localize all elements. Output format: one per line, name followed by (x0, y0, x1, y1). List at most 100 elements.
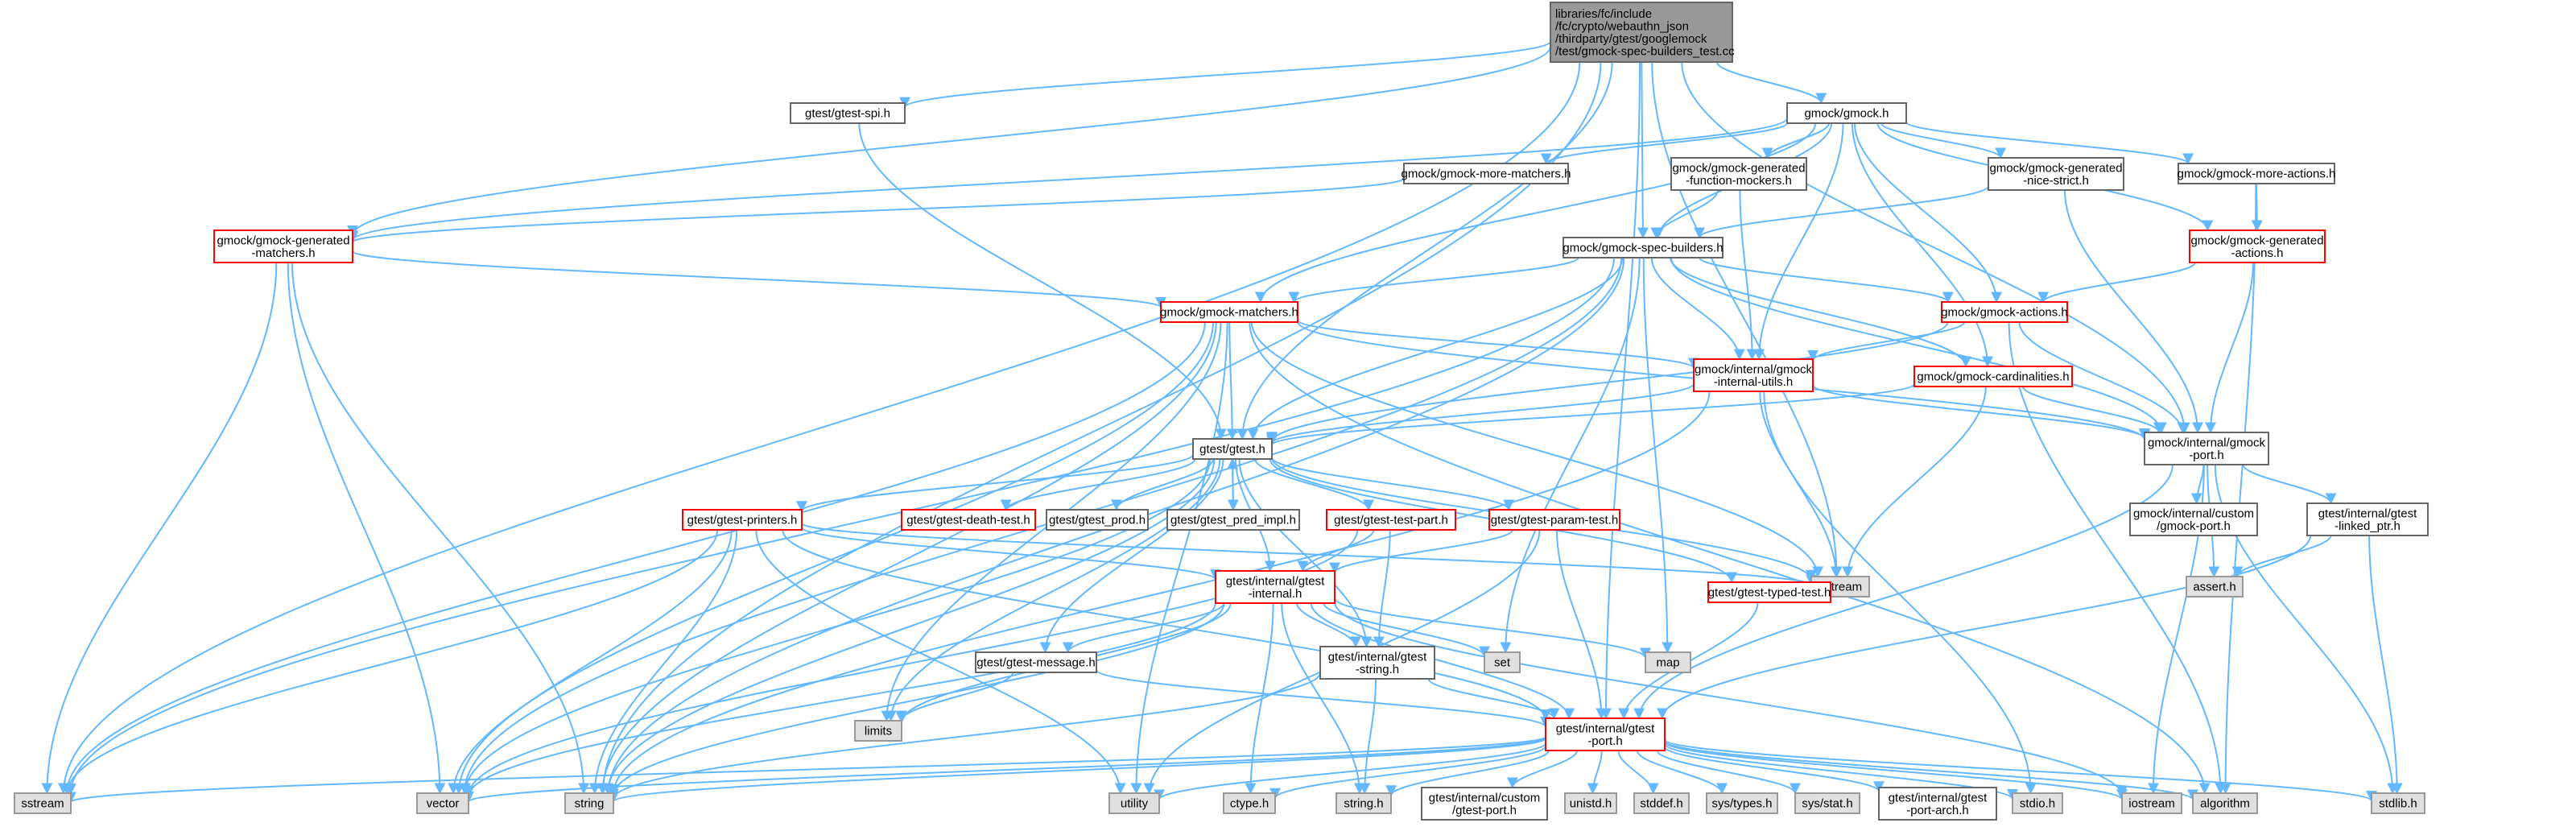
node-gen-actions[interactable]: gmock/gmock-generated-actions.h (2189, 229, 2326, 263)
node-label: string (575, 797, 605, 811)
edge-gmock_matchers-to-string (597, 321, 1217, 795)
node-label: gtest/gtest.h (1199, 443, 1265, 457)
node-set: set (1484, 651, 1521, 673)
node-label: gmock/gmock-generated (1672, 161, 1805, 175)
edge-gmock_h-to-more_actions (1905, 121, 2194, 165)
edge-gtest_string-to-gtest_port (1427, 678, 1560, 720)
node-typed-test[interactable]: gtest/gtest-typed-test.h (1707, 581, 1831, 603)
edge-gtest_internal-to-ctype (1245, 602, 1274, 795)
edge-gen_matchers-to-string (291, 262, 590, 795)
node-label: iostream (2128, 797, 2175, 811)
node-more-matchers[interactable]: gmock/gmock-more-matchers.h (1402, 163, 1571, 184)
node-label: -port.h (1587, 734, 1622, 748)
node-box (1563, 237, 1724, 258)
node-spec-builders[interactable]: gmock/gmock-spec-builders.h (1563, 237, 1724, 258)
node-sstream: sstream (14, 792, 72, 814)
node-box (1108, 792, 1160, 814)
node-gtest-prod[interactable]: gtest/gtest_prod.h (1046, 509, 1149, 531)
node-box (901, 509, 1036, 531)
node-gtest-spi[interactable]: gtest/gtest-spi.h (790, 102, 906, 124)
edge-gmock_port-to-linked_ptr (2242, 464, 2337, 505)
node-param-test[interactable]: gtest/gtest-param-test.h (1488, 509, 1620, 531)
node-gen-nice-strict[interactable]: gmock/gmock-generated-nice-strict.h (1988, 157, 2124, 191)
node-gen-matchers[interactable]: gmock/gmock-generated-matchers.h (213, 229, 353, 263)
node-label: gmock/gmock-actions.h (1941, 306, 2068, 320)
node-label: gtest/internal/gtest (1328, 650, 1427, 664)
node-label: gmock/gmock-generated (217, 234, 349, 247)
node-sys-types: sys/types.h (1706, 792, 1778, 814)
edge-spec_builders-to-set (1500, 257, 1641, 654)
node-label: limits (865, 725, 892, 738)
edge-gmock_matchers-to-vector (453, 321, 1214, 795)
node-internal-utils[interactable]: gmock/internal/gmock-internal-utils.h (1693, 358, 1814, 392)
edge-gtest_message-to-limits (895, 672, 1014, 722)
node-label: gmock/gmock-generated (1989, 161, 2122, 175)
node-gen-func-mockers[interactable]: gmock/gmock-generated-function-mockers.h (1670, 157, 1807, 191)
edge-gtest_h-to-gtest_message (1039, 458, 1224, 654)
edge-gen_matchers-to-sstream (41, 262, 278, 795)
node-linked-ptr[interactable]: gtest/internal/gtest-linked_ptr.h (2306, 502, 2429, 536)
node-box (1488, 509, 1620, 531)
node-label: sstream (21, 797, 64, 811)
node-gmock-h[interactable]: gmock/gmock.h (1786, 102, 1907, 124)
node-stdlib: stdlib.h (2371, 792, 2425, 814)
edge-spec_builders-to-map (1642, 257, 1674, 654)
node-box (1403, 163, 1569, 184)
node-gtest-internal[interactable]: gtest/internal/gtest-internal.h (1215, 570, 1335, 604)
edge-gtest_port-to-custom_gtest_port (1506, 750, 1579, 789)
node-gmock-port[interactable]: gmock/internal/gmock-port.h (2144, 432, 2269, 465)
node-test-part[interactable]: gtest/gtest-test-part.h (1326, 509, 1456, 531)
edge-cardinalities-to-gtest_h (1266, 382, 1915, 447)
edge-gmock_h-to-more_matchers (1540, 122, 1788, 165)
edge-gtest_string-to-string_h (1359, 678, 1377, 795)
node-label: map (1656, 656, 1679, 670)
node-box (790, 102, 906, 124)
edge-gmock_h-to-gen_matchers (347, 118, 1788, 242)
edge-linked_ptr-to-stdlib (2368, 535, 2403, 795)
node-label: gtest/gtest-death-test.h (906, 514, 1030, 527)
node-gtest-message[interactable]: gtest/gtest-message.h (975, 651, 1097, 673)
node-label: sys/stat.h (1802, 797, 1852, 811)
edge-gtest_port-to-string (608, 738, 1546, 803)
node-custom-gtest-port[interactable]: gtest/internal/custom/gtest-port.h (1421, 787, 1548, 821)
node-cardinalities[interactable]: gmock/gmock-cardinalities.h (1913, 366, 2073, 387)
edge-gtest_printers-to-utility (755, 529, 1126, 795)
edge-root-to-gtest_spi (899, 40, 1551, 109)
node-gmock-actions[interactable]: gmock/gmock-actions.h (1941, 301, 2068, 323)
edge-gtest_h-to-gtest_string (1238, 458, 1373, 648)
node-stddef: stddef.h (1633, 792, 1690, 814)
edge-spec_builders-to-gtest_h (1247, 257, 1624, 440)
node-label: gmock/gmock-cardinalities.h (1917, 370, 2069, 384)
node-label: -matchers.h (251, 246, 315, 260)
node-custom-gmock-port[interactable]: gmock/internal/custom/gmock-port.h (2129, 502, 2258, 536)
node-root[interactable]: libraries/fc/include/fc/crypto/webauthn_… (1550, 2, 1735, 63)
node-label: gmock/internal/gmock (2148, 436, 2265, 449)
node-pred-impl[interactable]: gtest/gtest_pred_impl.h (1166, 509, 1300, 531)
node-more-actions[interactable]: gmock/gmock-more-actions.h (2178, 163, 2336, 184)
node-box (1166, 509, 1300, 531)
edge-gen_matchers-to-vector (287, 262, 446, 795)
node-label: gtest/internal/custom (1429, 791, 1540, 804)
edge-gtest_h-to-limits (885, 458, 1221, 722)
node-gtest-printers[interactable]: gtest/gtest-printers.h (682, 509, 803, 531)
node-utility: utility (1108, 792, 1160, 814)
node-death-test[interactable]: gtest/gtest-death-test.h (901, 509, 1036, 531)
edge-spec_builders-to-cardinalities (1669, 257, 1971, 368)
edge-cardinalities-to-gmock_port (2022, 386, 2165, 434)
node-gtest-h[interactable]: gtest/gtest.h (1192, 438, 1273, 460)
node-box (1550, 2, 1733, 63)
node-label: string.h (1344, 797, 1383, 811)
node-gmock-matchers[interactable]: gmock/gmock-matchers.h (1160, 301, 1298, 323)
edge-cardinalities-to-ostream (1842, 386, 1987, 578)
node-label: gmock/internal/gmock (1695, 362, 1812, 376)
node-port-arch[interactable]: gtest/internal/gtest-port-arch.h (1878, 787, 1997, 821)
edge-pred_impl-to-gtest_h (1227, 457, 1239, 511)
node-label: gmock/gmock-more-actions.h (2178, 167, 2336, 181)
edge-gtest_string-to-string (608, 672, 1321, 800)
node-gtest-string[interactable]: gtest/internal/gtest-string.h (1319, 646, 1435, 680)
edge-gtest_printers-to-gtest_internal (801, 526, 1221, 581)
node-box (2189, 229, 2326, 263)
node-label: ctype.h (1230, 797, 1269, 811)
node-gtest-port[interactable]: gtest/internal/gtest-port.h (1545, 717, 1666, 751)
